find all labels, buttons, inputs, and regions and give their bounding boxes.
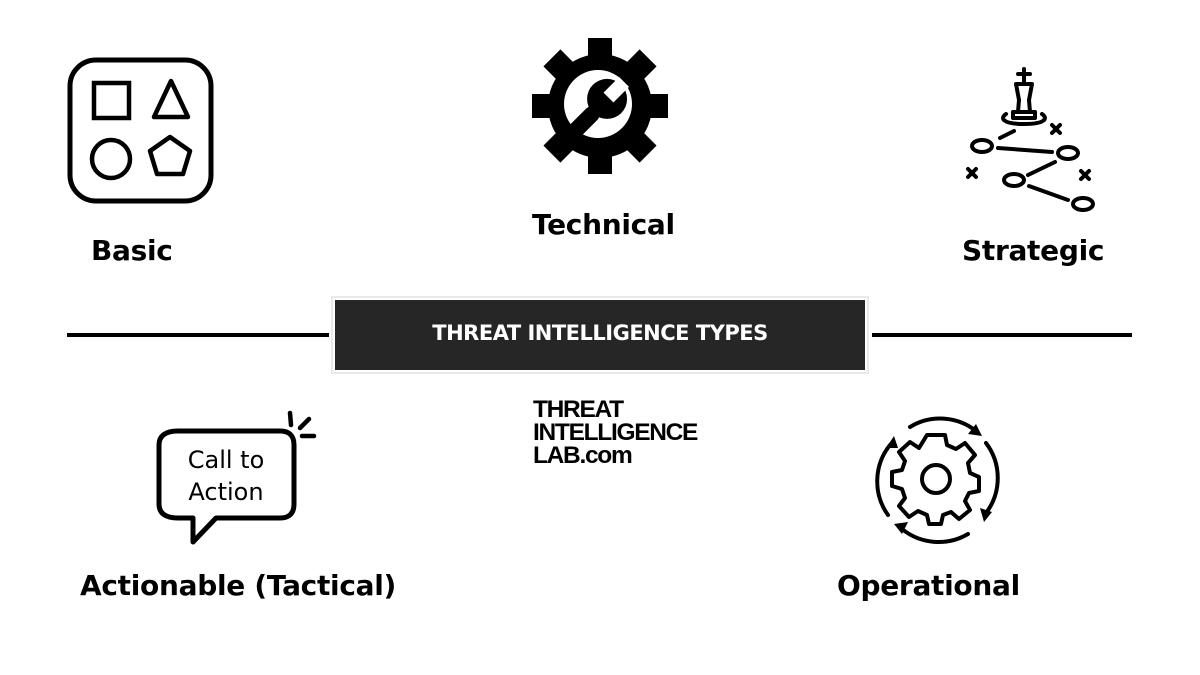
gear-wrench-icon bbox=[532, 38, 668, 174]
type-label-operational: Operational bbox=[837, 569, 1020, 602]
site-logo: THREAT INTELLIGENCE LAB.com bbox=[533, 396, 698, 469]
title-banner: THREAT INTELLIGENCE TYPES bbox=[331, 296, 869, 374]
bubble-text-line-1: Call to bbox=[188, 446, 265, 474]
logo-line-3: LAB.com bbox=[533, 442, 633, 469]
logo-line-1: THREAT bbox=[533, 396, 624, 423]
shapes-icon bbox=[67, 57, 214, 204]
call-to-action-bubble-icon: Call to Action bbox=[156, 410, 317, 545]
divider-line-left bbox=[67, 333, 329, 337]
bubble-text-line-2: Action bbox=[188, 478, 263, 506]
type-label-actionable-tactical: Actionable (Tactical) bbox=[80, 569, 397, 602]
gear-cycle-icon bbox=[875, 416, 1000, 544]
type-label-basic: Basic bbox=[91, 234, 173, 267]
chess-strategy-icon bbox=[966, 67, 1095, 212]
logo-line-2: INTELLIGENCE bbox=[533, 419, 698, 446]
page-title: THREAT INTELLIGENCE TYPES bbox=[432, 321, 768, 345]
divider-line-right bbox=[872, 333, 1132, 337]
type-label-technical: Technical bbox=[532, 208, 675, 241]
type-label-strategic: Strategic bbox=[962, 234, 1105, 267]
